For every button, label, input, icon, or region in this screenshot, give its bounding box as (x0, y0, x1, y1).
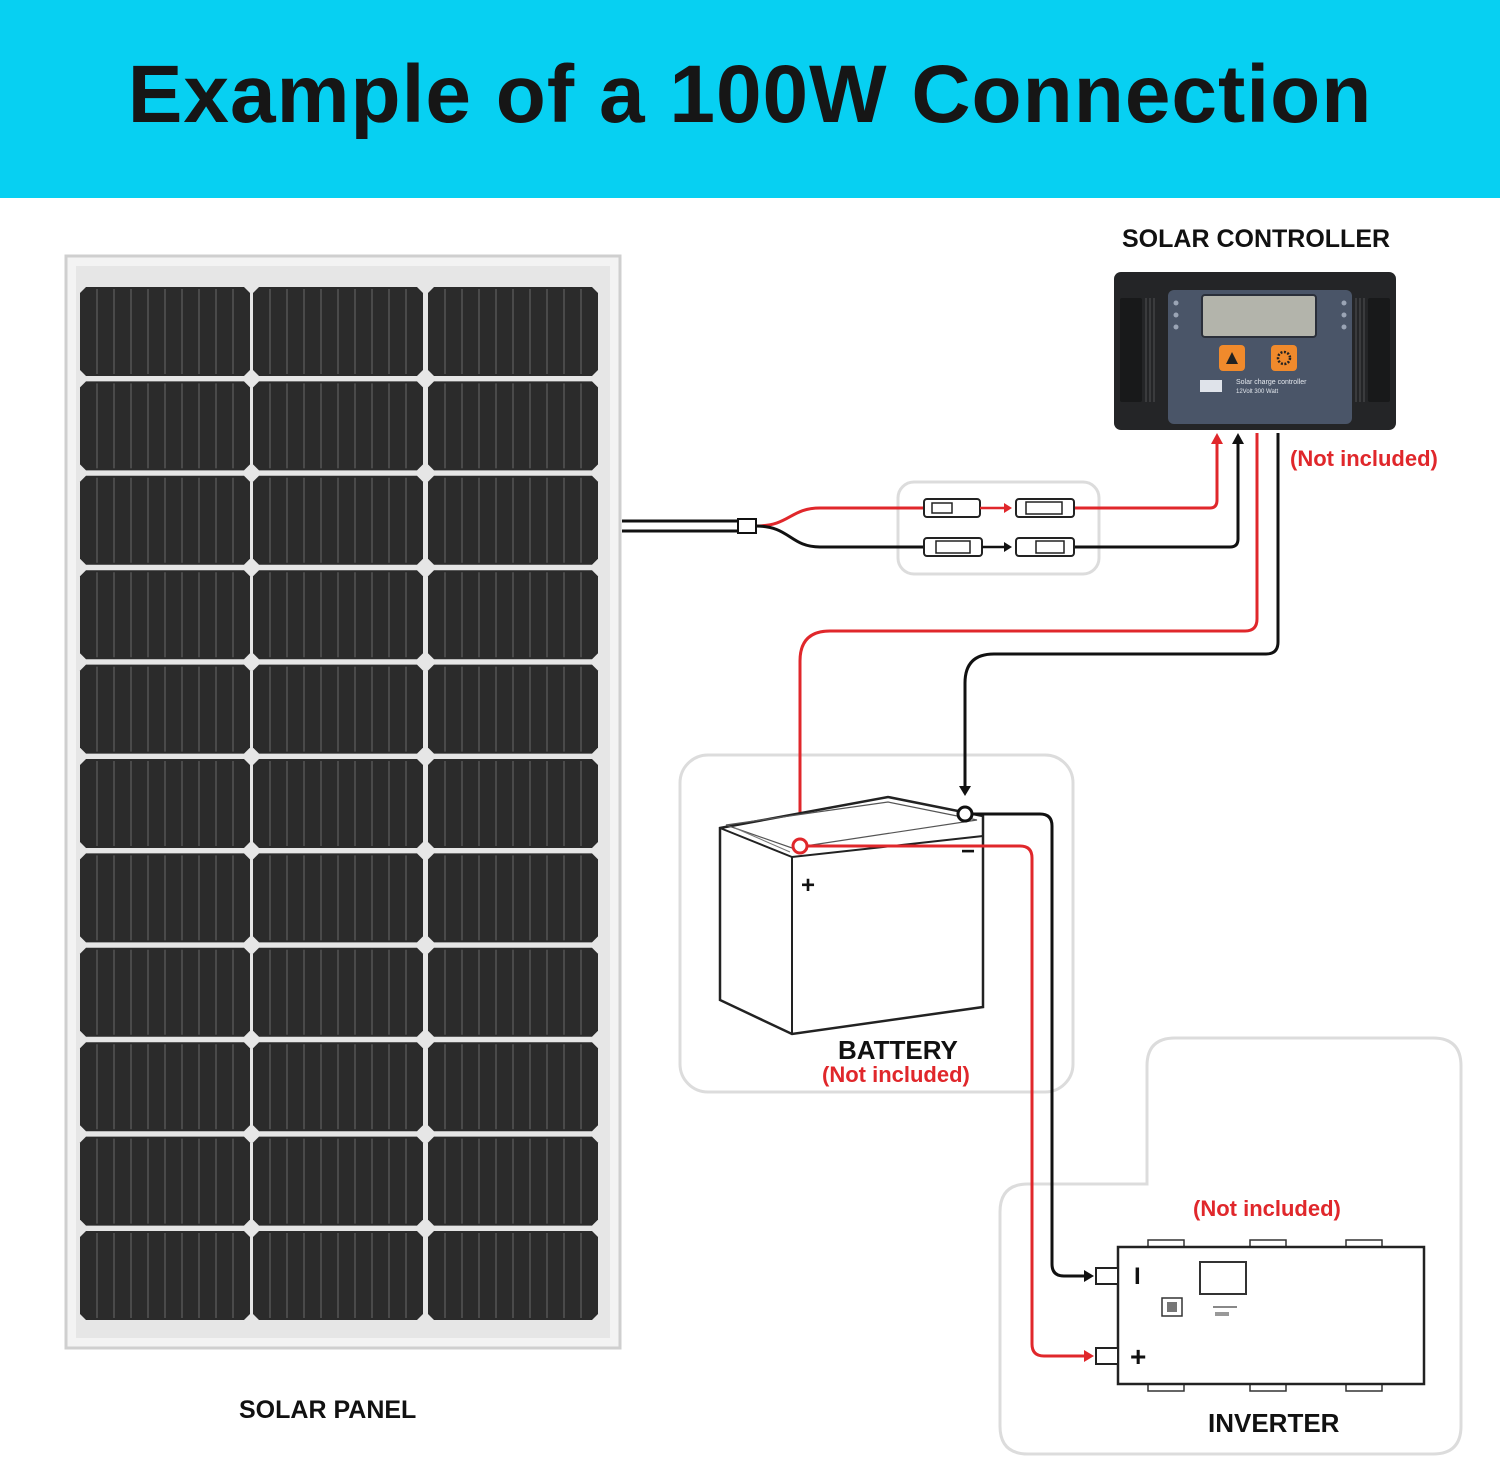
controller-model-line1: Solar charge controller (1236, 379, 1307, 386)
controller-pv-positive-wire (1075, 440, 1219, 510)
battery (718, 795, 985, 1036)
inverter-positive-wire (807, 844, 1090, 1358)
page-title: Example of a 100W Connection (127, 49, 1373, 140)
battery-not-included: (Not included) (822, 1062, 970, 1087)
controller-brand-logo (1200, 380, 1222, 392)
solar-panel-label: SOLAR PANEL (239, 1396, 417, 1424)
battery-negative-arrow (959, 786, 971, 796)
battery-negative-wire (963, 433, 1280, 790)
gear-icon (1276, 350, 1292, 366)
controller-not-included: (Not included) (1290, 446, 1438, 471)
inverter (1095, 1239, 1426, 1392)
controller-settings-button[interactable] (1271, 345, 1297, 371)
controller-lcd (1201, 294, 1317, 338)
battery-positive-terminal-label: + (801, 872, 816, 899)
inverter-positive-arrow (1084, 1350, 1094, 1362)
battery-negative-terminal-label: − (961, 838, 976, 865)
mc4-connectors (923, 498, 1075, 557)
controller-model-line2: 12Volt 300 Watt (1236, 389, 1278, 395)
controller-pv-negative-wire (1075, 440, 1240, 549)
panel-negative-wire (755, 524, 924, 549)
battery-label: BATTERY (838, 1035, 958, 1065)
inverter-negative-arrow (1084, 1270, 1094, 1282)
battery-positive-wire (798, 433, 1259, 830)
controller-pv-positive-arrow (1211, 433, 1223, 444)
battery-positive-post (791, 837, 809, 855)
inverter-not-included: (Not included) (1193, 1196, 1341, 1221)
title-banner: Example of a 100W Connection (0, 0, 1500, 198)
inverter-label: INVERTER (1208, 1408, 1340, 1438)
inverter-group-outline (998, 1036, 1463, 1456)
solar-controller: Solar charge controller 12Volt 300 Watt (1114, 272, 1396, 430)
inverter-negative-wire (972, 812, 1090, 1278)
up-arrow-icon (1226, 352, 1238, 364)
panel-output-cable (622, 519, 755, 533)
mc4-connector-group-outline (896, 480, 1101, 576)
solar-controller-label: SOLAR CONTROLLER (1122, 225, 1391, 253)
inverter-negative-terminal-label: I (1134, 1263, 1141, 1290)
inverter-positive-terminal-label: + (1130, 1341, 1147, 1372)
solar-panel (64, 254, 622, 1350)
controller-pv-negative-arrow (1232, 433, 1244, 444)
battery-negative-post (956, 805, 974, 823)
battery-group-outline (678, 753, 1075, 1094)
panel-positive-wire (755, 506, 924, 528)
